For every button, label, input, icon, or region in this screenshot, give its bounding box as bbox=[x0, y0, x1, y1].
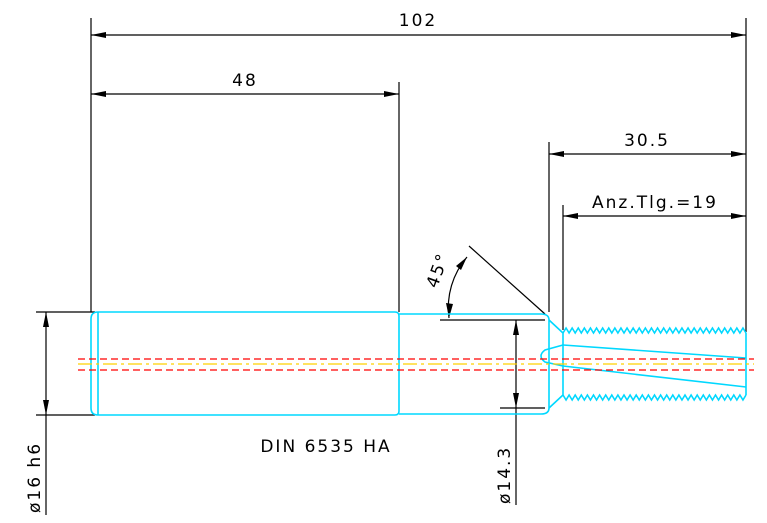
center-axes bbox=[78, 358, 754, 371]
arrowhead bbox=[456, 257, 467, 270]
arrowhead bbox=[91, 32, 106, 38]
dimension-lines bbox=[45, 34, 746, 515]
arrowhead bbox=[549, 151, 564, 157]
neck-top-edge bbox=[399, 313, 550, 321]
arrowhead bbox=[731, 32, 746, 38]
dimension-labels: 102 48 30.5 Anz.Tlg.=19 45° ø16 h6 ø14.3… bbox=[25, 11, 718, 513]
thread-profile-top bbox=[562, 326, 747, 335]
chamfer-extension-line bbox=[468, 245, 546, 315]
arrowhead bbox=[731, 151, 746, 157]
arrowhead bbox=[731, 213, 746, 219]
arrowheads bbox=[43, 32, 746, 415]
label-neck-diameter: ø14.3 bbox=[495, 446, 515, 504]
arrowhead bbox=[91, 91, 106, 97]
label-shank-length: 48 bbox=[232, 71, 258, 91]
label-overall-length: 102 bbox=[399, 11, 437, 31]
pilot-tip bbox=[540, 344, 564, 367]
arrowhead bbox=[513, 393, 519, 408]
thread-profile-bottom bbox=[562, 393, 747, 402]
label-teeth-count: Anz.Tlg.=19 bbox=[592, 193, 718, 213]
label-thread-length: 30.5 bbox=[624, 131, 670, 151]
arrowhead bbox=[43, 312, 49, 327]
taper-line-bottom bbox=[562, 365, 747, 388]
label-shank-diameter: ø16 h6 bbox=[25, 442, 45, 513]
taper-line-top bbox=[562, 344, 747, 359]
arrowhead bbox=[384, 91, 399, 97]
arrowhead bbox=[563, 213, 578, 219]
shank-outline bbox=[90, 311, 400, 416]
arrowhead bbox=[513, 320, 519, 335]
label-chamfer-angle: 45° bbox=[423, 250, 454, 291]
arrowhead bbox=[43, 400, 49, 415]
arrowhead bbox=[446, 303, 453, 318]
neck-bottom-edge bbox=[399, 407, 550, 415]
label-standard: DIN 6535 HA bbox=[260, 437, 391, 457]
